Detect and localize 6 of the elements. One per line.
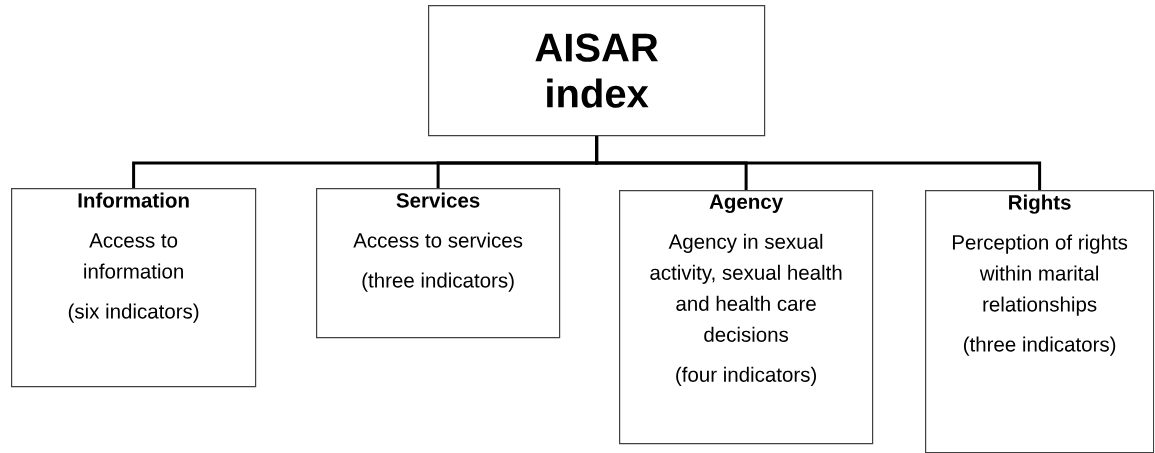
connector: [595, 136, 1042, 190]
category-box: Services Access to services (three indicators): [316, 188, 561, 339]
category-box: Rights Perception of rights within marital relationships (three indicators): [925, 190, 1155, 453]
category-box: Information Access to information (six indicators): [11, 188, 257, 388]
root-box: AISAR index: [428, 5, 766, 137]
category-box: Agency Agency in sexual activity, sexual health and health care decisions (four indicators): [619, 190, 874, 445]
